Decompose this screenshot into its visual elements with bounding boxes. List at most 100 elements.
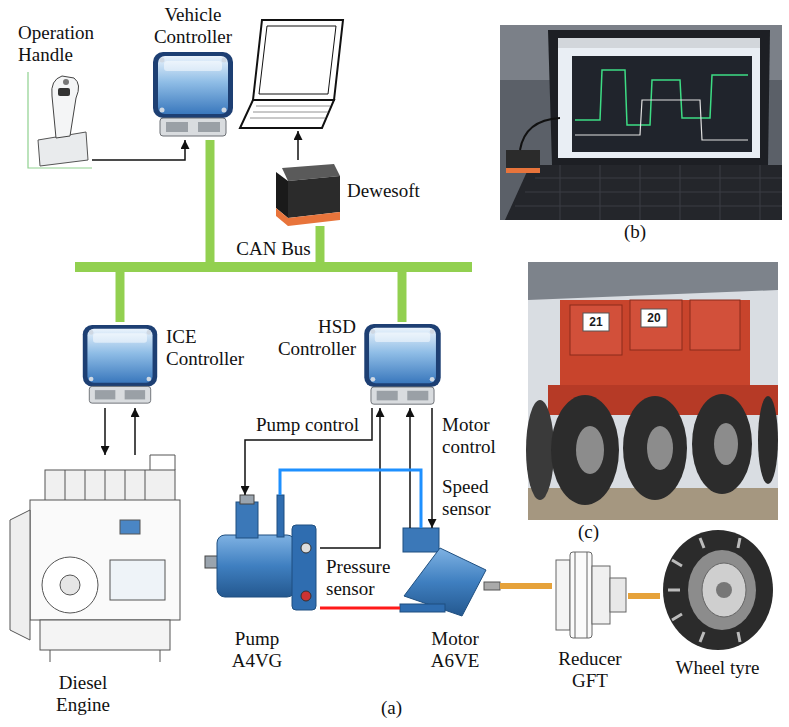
- photo-b: [558, 38, 760, 48]
- wheel-illustration: [702, 563, 746, 617]
- engine-illustration: [60, 575, 80, 595]
- photo-c: [714, 423, 738, 465]
- engine-illustration: [10, 455, 180, 662]
- photo-b: [548, 30, 770, 165]
- photo-b: [572, 56, 752, 152]
- photo-c: [583, 313, 609, 331]
- node-label: HSD Controller: [268, 316, 356, 360]
- wheel-illustration: [663, 530, 773, 650]
- controller-illustration: [153, 52, 233, 136]
- can-bus: CAN Bus: [75, 262, 472, 272]
- daq-illustration: [276, 208, 340, 226]
- node-label: CAN Bus: [236, 238, 310, 260]
- node-label: ICE Controller: [166, 326, 254, 370]
- daq-node: Dewesoft: [275, 160, 340, 226]
- photo-b: [558, 38, 760, 158]
- laptop-illustration: [259, 26, 336, 94]
- photo-b: [506, 168, 540, 173]
- reducer-illustration: [610, 578, 626, 612]
- daq-illustration: [288, 176, 340, 218]
- photo-c: [526, 262, 778, 520]
- photo-b: [520, 118, 560, 150]
- panel-label: (a): [381, 697, 402, 719]
- motor-illustration: [400, 604, 445, 612]
- can-bus-link: [116, 272, 125, 322]
- drive-shaft: [500, 583, 552, 589]
- signal-label: Speed sensor: [442, 476, 504, 520]
- signal-label: Pressure sensor: [326, 556, 398, 600]
- vehicle-number: 20: [641, 309, 667, 327]
- panel-label: (c): [578, 521, 599, 543]
- photo-b: [505, 165, 782, 220]
- handle-illustration: [28, 72, 92, 168]
- pump-node: Pump A4VG: [205, 495, 320, 620]
- engine-illustration: [110, 560, 165, 600]
- motor-node: Motor A6VE: [400, 528, 500, 620]
- engine-illustration: [40, 620, 170, 650]
- signal-wire: [431, 408, 433, 528]
- photo-c: [551, 395, 619, 505]
- reducer-node: Reducer GFT: [552, 552, 628, 640]
- wheel-illustration: [688, 550, 756, 630]
- signal-wire: [104, 408, 106, 455]
- controller-illustration: [83, 325, 157, 403]
- engine-illustration: [150, 455, 175, 470]
- node-label: Motor A6VE: [424, 628, 486, 672]
- daq-illustration: [276, 164, 340, 226]
- hydraulic-line: [280, 470, 421, 528]
- photo-b: [515, 165, 782, 220]
- can-bus-link: [206, 140, 215, 262]
- node-label: Wheel tyre: [676, 657, 760, 679]
- can-bus-link: [398, 272, 407, 322]
- engine-illustration: [65, 470, 145, 502]
- laptop-illustration: [253, 20, 343, 100]
- pump-illustration: [240, 495, 254, 504]
- node-label: Pump A4VG: [227, 628, 287, 672]
- node-label: Diesel Engine: [46, 672, 120, 716]
- engine-illustration: [30, 500, 180, 620]
- reducer-illustration: [575, 552, 587, 638]
- photo-b: [500, 25, 782, 220]
- pump-illustration: [301, 591, 311, 601]
- laptop-illustration: [297, 131, 299, 160]
- handle-illustration: [63, 79, 69, 85]
- reducer-illustration: [556, 552, 626, 638]
- pump-illustration: [236, 502, 258, 538]
- pump-illustration: [277, 495, 284, 537]
- engine-illustration: [120, 520, 140, 534]
- pump-illustration: [205, 495, 316, 610]
- node-label: Operation Handle: [18, 22, 110, 66]
- photo-c: [690, 300, 740, 350]
- photo-c: [576, 426, 604, 474]
- photo-b: [500, 25, 782, 220]
- panel-label: (b): [624, 221, 646, 243]
- photo-c: [528, 262, 778, 300]
- engine-illustration: [45, 470, 175, 502]
- signal-wire: [245, 408, 372, 495]
- photo-c: [570, 305, 622, 355]
- engine-illustration: [10, 510, 30, 640]
- photo-c: [758, 396, 778, 484]
- controller-node: ICE Controller: [80, 322, 160, 408]
- node-label: Dewesoft: [347, 180, 420, 202]
- photo-b: [575, 100, 748, 140]
- controller-illustration: [364, 324, 440, 404]
- can-bus-link: [316, 226, 325, 262]
- signal-label: Pump control: [256, 414, 359, 436]
- controller-node: HSD Controller: [360, 322, 445, 408]
- wheel-illustration: [663, 530, 773, 650]
- hydraulic-line: [320, 607, 400, 610]
- motor-illustration: [400, 528, 500, 616]
- node-label: Reducer GFT: [550, 648, 630, 692]
- photo-c: [526, 400, 554, 500]
- handle-illustration: [52, 76, 79, 138]
- node-label: Vehicle Controller: [147, 4, 239, 48]
- engine-node: Diesel Engine: [8, 455, 200, 665]
- laptop-illustration: [240, 100, 334, 128]
- controller-node: Vehicle Controller: [150, 50, 236, 140]
- signal-wire: [92, 140, 185, 160]
- motor-illustration: [484, 582, 500, 590]
- photo-c: [528, 262, 778, 520]
